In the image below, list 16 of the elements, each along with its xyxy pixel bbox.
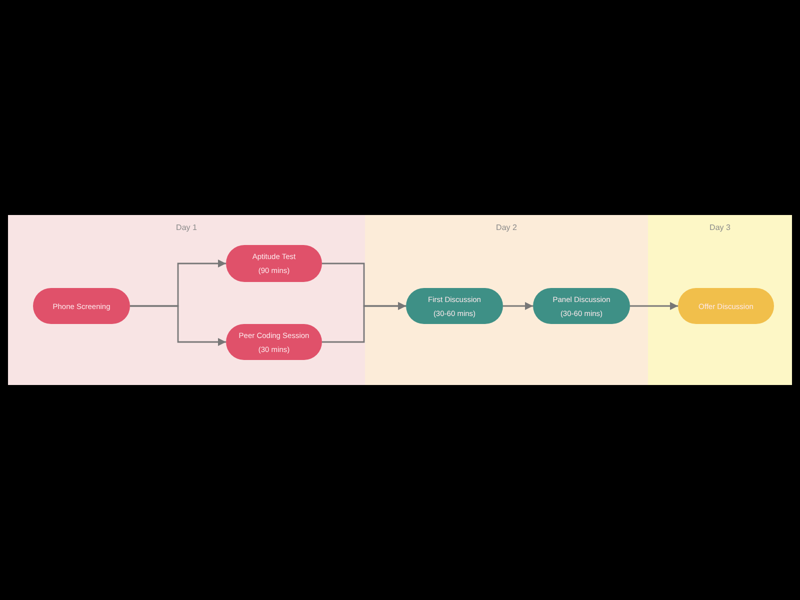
arrow [630, 302, 678, 310]
day-heading: Day 3 [708, 223, 732, 232]
day-heading: Day 2 [495, 223, 518, 232]
day-heading: Day 1 [175, 223, 198, 232]
arrow [322, 302, 406, 343]
process-pill [33, 288, 130, 324]
process-pill [533, 288, 630, 324]
process-pill [678, 288, 774, 324]
arrow [130, 305, 226, 346]
process-pill [226, 245, 322, 282]
process-pill [226, 324, 322, 360]
day-band [648, 215, 792, 385]
day-band [8, 215, 365, 385]
day-band [365, 215, 648, 385]
arrow [503, 302, 533, 310]
process-pill [406, 288, 503, 324]
